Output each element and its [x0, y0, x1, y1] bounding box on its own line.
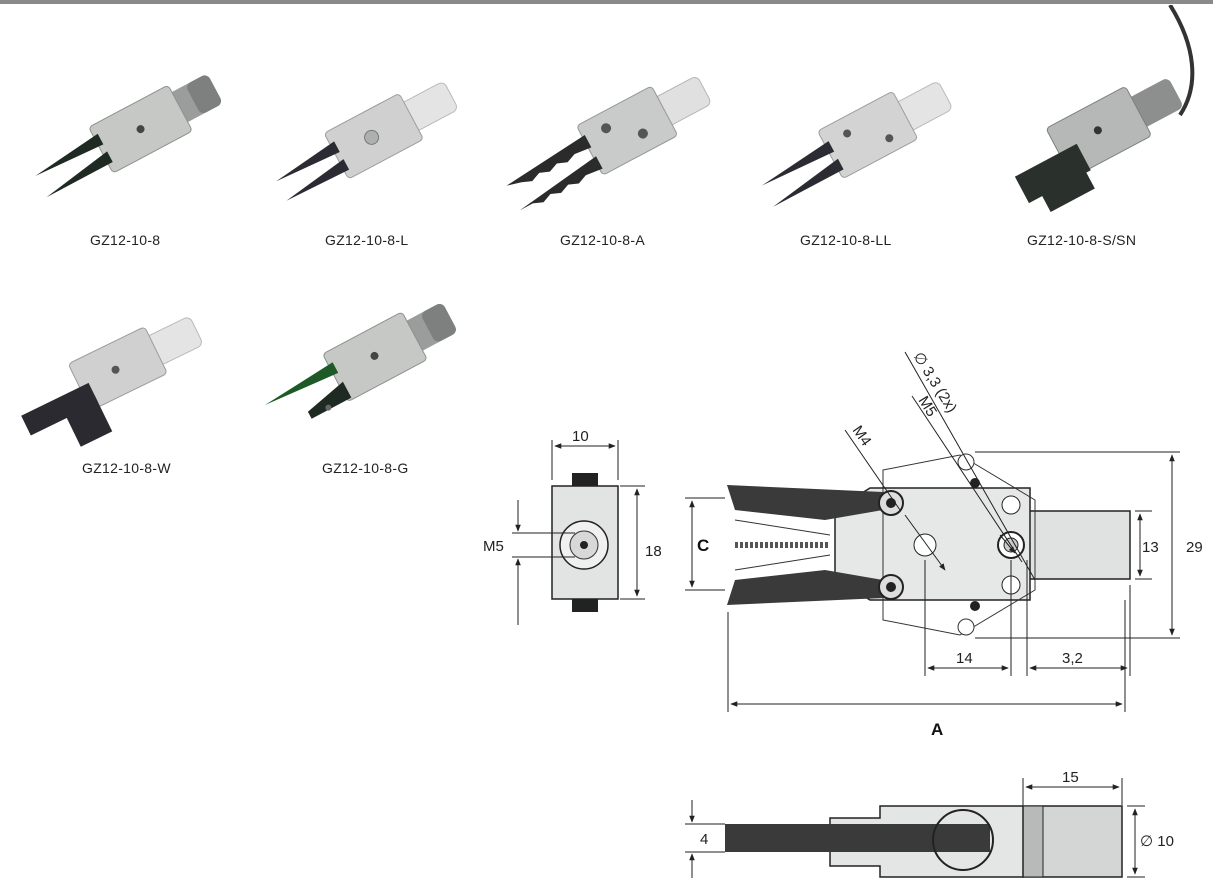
product-caption: GZ12-10-8-A	[560, 232, 645, 248]
front-view	[512, 440, 645, 625]
stroke-c-label: C	[697, 536, 709, 555]
front-width-label: 10	[572, 428, 589, 445]
product-caption: GZ12-10-8-LL	[800, 232, 892, 248]
front-height-label: 18	[645, 543, 662, 560]
length-a-label: A	[931, 720, 943, 739]
product-gz12-10-8-image	[20, 45, 250, 225]
product-caption: GZ12-10-8-W	[82, 460, 171, 476]
shaft-height-label: 13	[1142, 539, 1159, 556]
product-caption: GZ12-10-8-G	[322, 460, 409, 476]
side-view	[685, 778, 1145, 878]
product-caption: GZ12-10-8	[90, 232, 161, 248]
thread-m4-label: M4	[849, 423, 875, 450]
product-gz12-10-8-ll-image	[750, 55, 970, 230]
product-caption: GZ12-10-8-L	[325, 232, 409, 248]
shaft-length-label: 15	[1062, 769, 1079, 786]
front-thread-label: M5	[483, 538, 504, 555]
product-gz12-10-8-g-image	[255, 270, 475, 455]
hole-spacing-label: 14	[956, 650, 973, 667]
shaft-diameter-label: ∅ 10	[1140, 833, 1174, 850]
product-gz12-10-8-a-image	[495, 50, 735, 230]
product-gz12-10-8-w-image	[10, 285, 220, 460]
jaw-thickness-label: 4	[700, 831, 708, 848]
product-caption: GZ12-10-8-S/SN	[1027, 232, 1137, 248]
total-height-label: 29	[1186, 539, 1203, 556]
hole-offset-label: 3,2	[1062, 650, 1083, 667]
top-rule	[0, 0, 1213, 4]
product-gz12-10-8-l-image	[265, 55, 475, 225]
product-gz12-10-8-s-sn-image	[990, 5, 1210, 230]
top-view	[685, 351, 1180, 712]
